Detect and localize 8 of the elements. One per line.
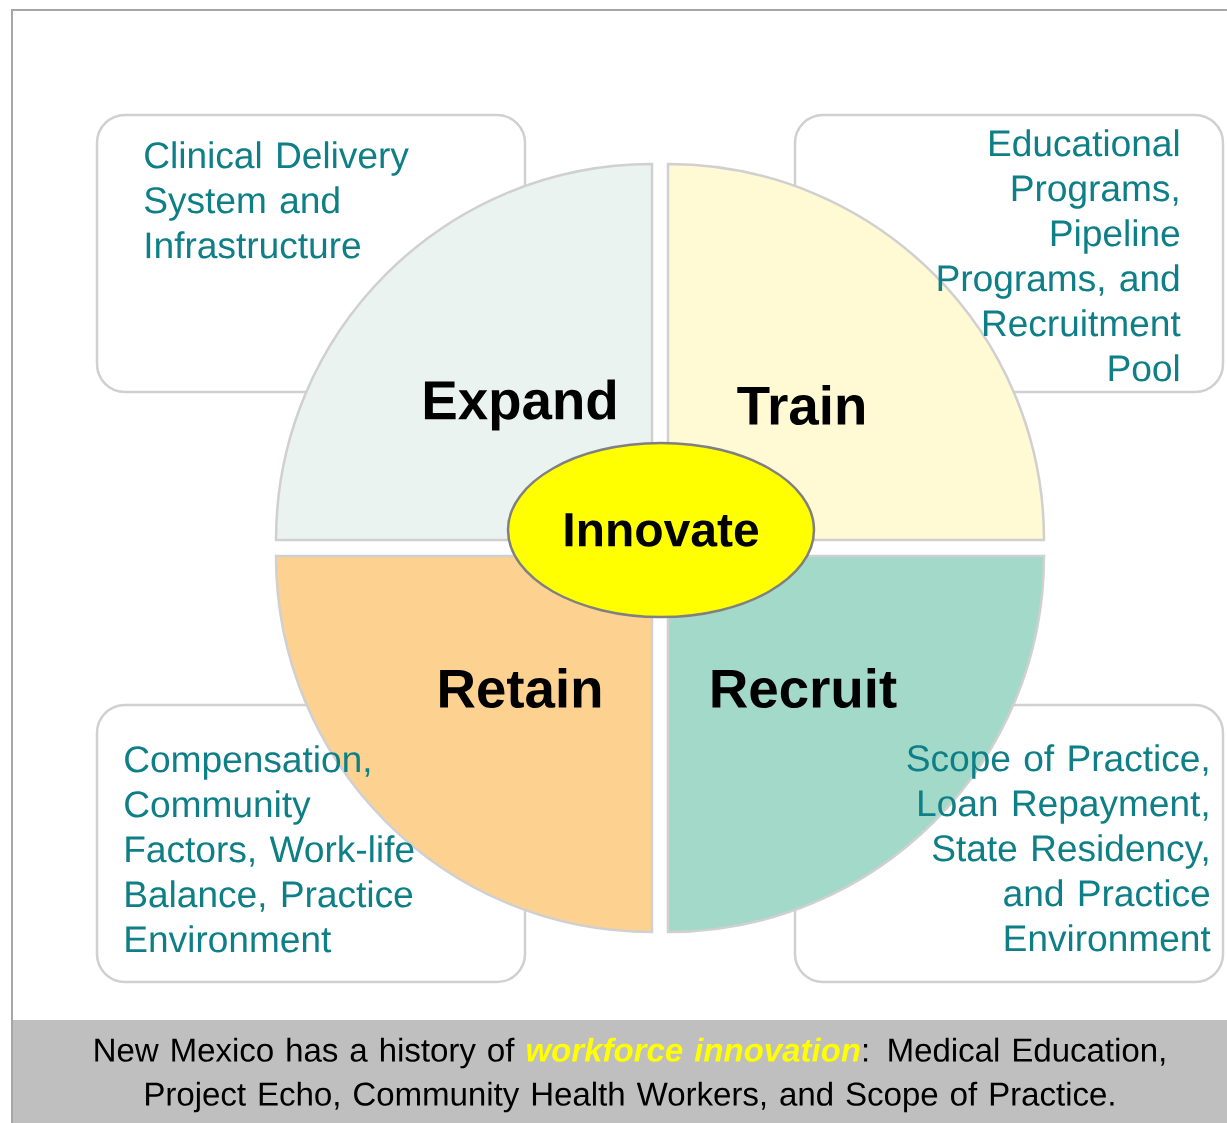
box-text: Compensation, Community Factors, Work-life Balance, Practice Environment: [125, 745, 414, 953]
box-text: Clinical Delivery System and Infrastructure: [144, 141, 409, 259]
quadrant-label: Expand: [424, 379, 616, 431]
quadrant-label: Recruit: [712, 667, 897, 709]
quadrant-label: Retain: [440, 667, 601, 709]
caption-band: New Mexico has a history of workforce innovation: Medical Education, Project Echo, Community Health Workers, and Scope of Practice.: [13, 1020, 1227, 1123]
quadrant-label: Train: [737, 384, 864, 426]
box-text: Educational Programs, Pipeline Programs, and Recruitment Pool: [938, 129, 1181, 382]
